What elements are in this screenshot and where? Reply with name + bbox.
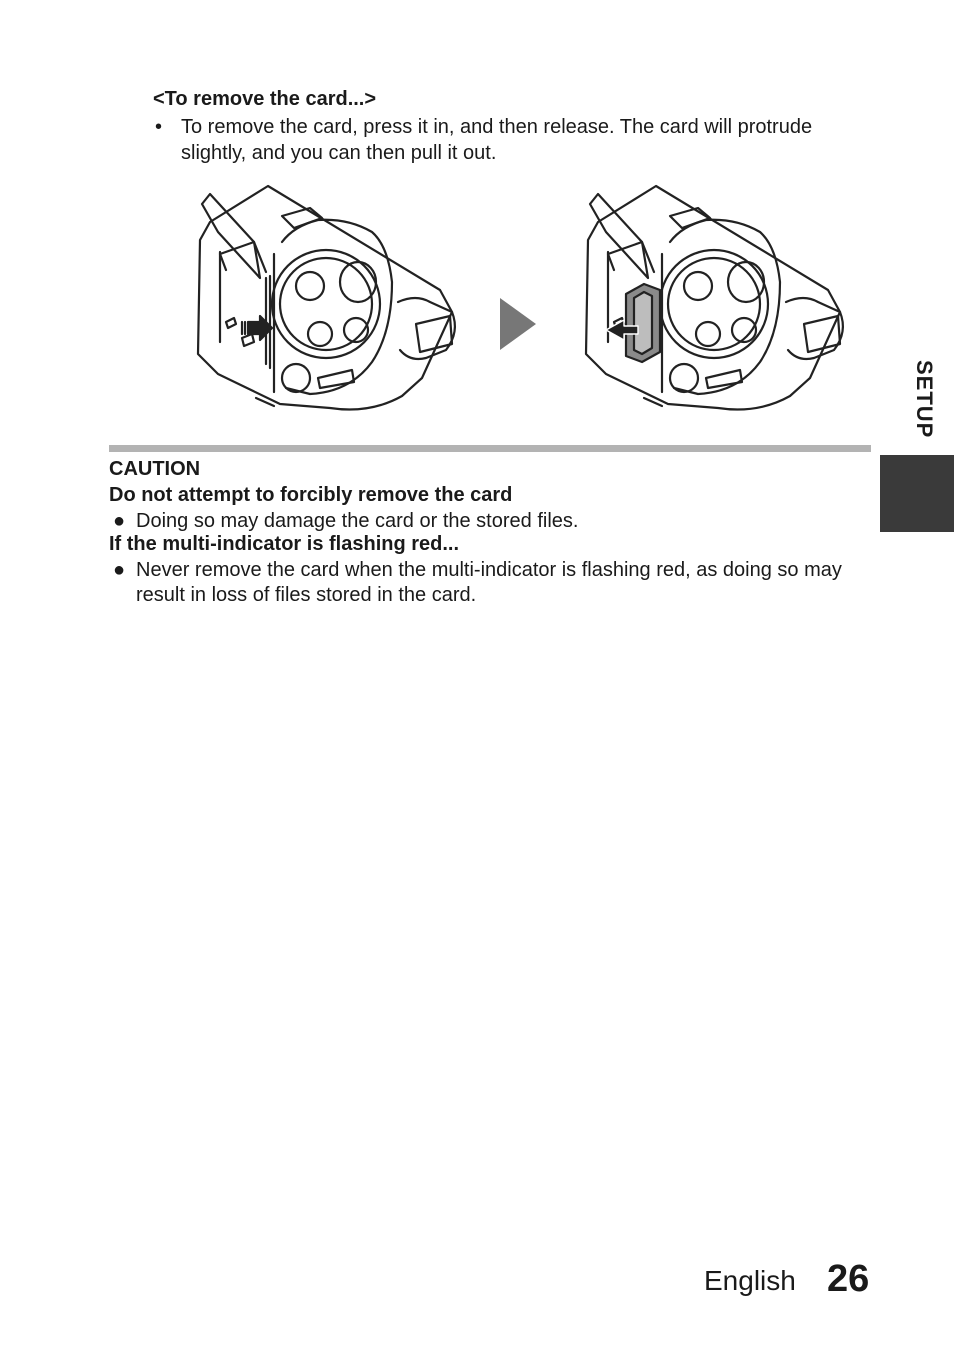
caution-title: CAUTION: [109, 458, 201, 480]
bullet-marker: ●: [113, 510, 126, 532]
bullet-marker: •: [155, 116, 163, 138]
card-removal-illustration: [196, 184, 845, 411]
instruction-bullet: • To remove the card, press it in, and t…: [155, 114, 855, 166]
camera-pull-out-illustration: [584, 184, 845, 411]
section-heading: <To remove the card...>: [153, 88, 377, 110]
footer-language: English: [704, 1265, 796, 1296]
camera-press-illustration: [196, 184, 457, 411]
side-tab-marker: [880, 455, 954, 532]
caution-item-bullet: ● Never remove the card when the multi-i…: [113, 558, 873, 608]
caution-item-heading: If the multi-indicator is flashing red..…: [109, 533, 460, 555]
bullet-marker: ●: [113, 559, 126, 581]
page-number: 26: [827, 1258, 870, 1300]
caution-item-text: Doing so may damage the card or the stor…: [136, 510, 579, 532]
caution-divider: [109, 445, 871, 452]
side-tab-label: SETUP: [912, 360, 937, 439]
next-step-arrow-icon: [500, 298, 536, 350]
caution-item-heading: Do not attempt to forcibly remove the ca…: [109, 484, 513, 506]
caution-item-text: Never remove the card when the multi-ind…: [136, 559, 842, 606]
caution-item-bullet: ● Doing so may damage the card or the st…: [113, 509, 873, 534]
instruction-text: To remove the card, press it in, and the…: [181, 116, 813, 164]
